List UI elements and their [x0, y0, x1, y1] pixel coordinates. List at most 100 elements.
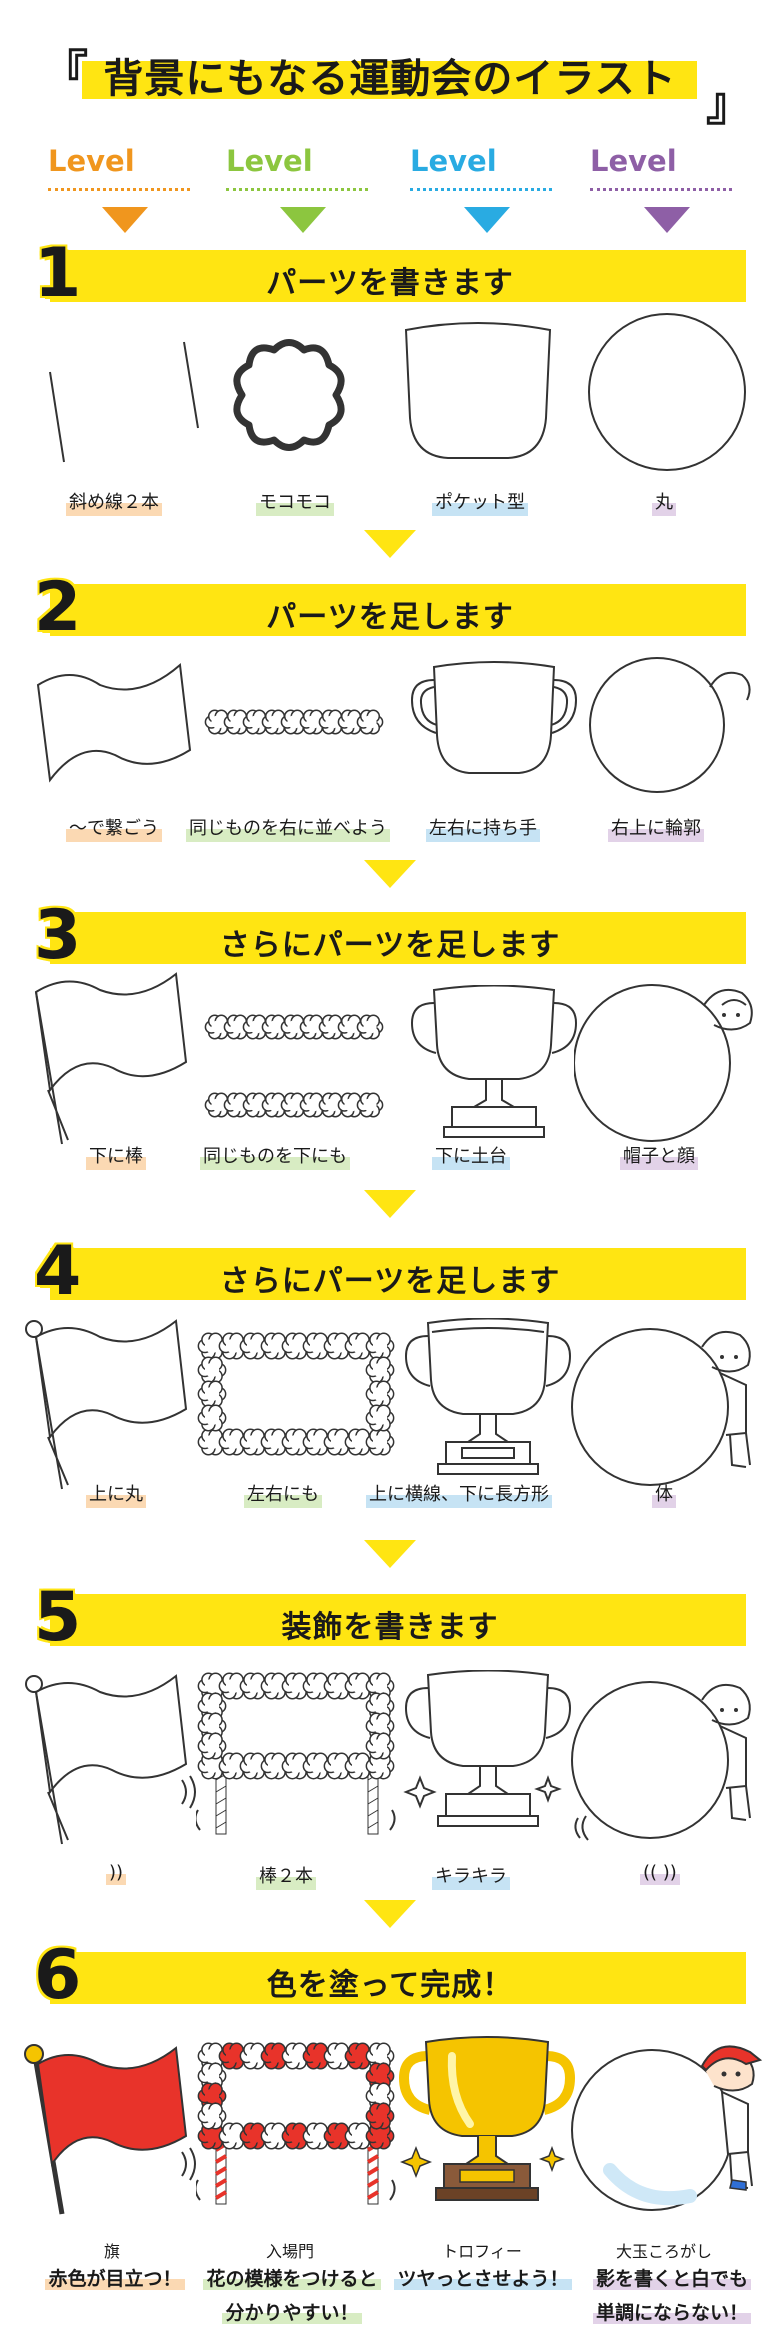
- step1-caption-2: モコモコ: [256, 486, 334, 516]
- level-number: 3: [509, 123, 554, 196]
- level-underline: [226, 188, 368, 191]
- step2-caption-1: ～で繋ごう: [66, 812, 162, 842]
- step1-caption-1: 斜め線２本: [66, 486, 162, 516]
- step4-caption-3: 上に横線、下に長方形: [366, 1478, 552, 1508]
- step-down-arrow-icon: [364, 1900, 416, 1928]
- step-number: 2: [34, 568, 82, 647]
- final-tip-3: ツヤっとさせよう！: [388, 2262, 578, 2296]
- level-arrow-icon: [644, 207, 690, 233]
- page-title: 背景にもなる運動会のイラスト: [103, 56, 677, 102]
- step3-trophy-base: [404, 985, 584, 1145]
- tip-line: ツヤっとさせよう！: [394, 2268, 572, 2290]
- level-arrow-icon: [280, 207, 326, 233]
- step4-caption-4: 体: [652, 1478, 676, 1508]
- level-2: Level 2: [226, 123, 376, 242]
- step5-trophy-sparkle: [398, 1670, 578, 1840]
- final-name-2: 入場門: [265, 2242, 314, 2261]
- step-bar: [50, 1952, 746, 2004]
- step5-ball-kid-motion: [570, 1668, 760, 1848]
- step5-caption-4: (( )): [640, 1860, 680, 1885]
- level-word: Level: [410, 144, 497, 178]
- step5-caption-3: キラキラ: [432, 1860, 510, 1890]
- page-title-block: 『 背景にもなる運動会のイラスト 』: [0, 28, 780, 131]
- step-4-header: 4 さらにパーツを足します: [0, 1232, 780, 1316]
- final-big-ball-kid: [570, 2030, 765, 2220]
- step1-caption-3: ポケット型: [432, 486, 528, 516]
- step2-caption-3: 左右に持ち手: [426, 812, 540, 842]
- step4-caption-2: 左右にも: [244, 1478, 322, 1508]
- step-bar: [50, 584, 746, 636]
- title-highlight: [82, 61, 697, 99]
- final-tip-4: 影を書くと白でも 単調にならない！: [574, 2262, 770, 2330]
- step5-gate: [196, 1670, 396, 1840]
- final-name-1: 旗: [103, 2242, 120, 2261]
- level-number: 4: [689, 123, 734, 196]
- step2-flag-wave: [30, 655, 200, 795]
- step3-caption-1: 下に棒: [86, 1140, 146, 1170]
- step-1-header: 1 パーツを書きます: [0, 234, 780, 318]
- level-underline: [410, 188, 552, 191]
- level-underline: [590, 188, 732, 191]
- step-down-arrow-icon: [364, 860, 416, 888]
- step3-caption-3: 下に土台: [432, 1140, 510, 1170]
- step3-caption-2: 同じものを下にも: [200, 1140, 350, 1170]
- step-label: 装飾を書きます: [281, 1610, 499, 1645]
- step-2-header: 2 パーツを足します: [0, 568, 780, 652]
- step-label: パーツを書きます: [266, 266, 514, 301]
- step-down-arrow-icon: [364, 1540, 416, 1568]
- step-number: 1: [34, 234, 82, 313]
- step-bar: [50, 912, 746, 964]
- final-flag-red: [22, 2040, 197, 2220]
- step-6-header: 6 色を塗って完成！: [0, 1936, 780, 2020]
- final-tip-2: 花の模様をつけると 分かりやすい！: [192, 2262, 392, 2330]
- step4-ball-kid-body: [570, 1315, 760, 1490]
- step2-ball-head: [582, 645, 762, 795]
- tip-line: 赤色が目立つ！: [45, 2268, 185, 2290]
- step4-cloud-frame: [196, 1330, 396, 1460]
- step3-cloud-rows: [204, 1005, 384, 1125]
- step-label: さらにパーツを足します: [219, 928, 561, 963]
- step4-flag-ball: [22, 1315, 197, 1495]
- final-name-3: トロフィー: [442, 2242, 522, 2261]
- step-bar: [50, 1594, 746, 1646]
- level-number: 2: [325, 123, 370, 196]
- tip-line: 単調にならない！: [592, 2302, 751, 2324]
- step1-fluffy-cloud: [224, 330, 354, 460]
- step4-trophy-plate: [398, 1318, 578, 1488]
- step4-caption-1: 上に丸: [86, 1478, 146, 1508]
- tip-line: 影を書くと白でも: [592, 2268, 751, 2290]
- step-3-header: 3 さらにパーツを足します: [0, 896, 780, 980]
- final-entrance-gate: [196, 2040, 396, 2210]
- step-label: さらにパーツを足します: [219, 1264, 561, 1299]
- title-close-bracket: 』: [706, 77, 752, 131]
- step-label: パーツを足します: [266, 600, 514, 635]
- level-number: 1: [147, 123, 192, 196]
- step-down-arrow-icon: [364, 530, 416, 558]
- step2-cloud-row: [204, 700, 384, 744]
- step-number: 4: [34, 1232, 82, 1311]
- step-bar: [50, 250, 746, 302]
- final-trophy-gold: [392, 2036, 582, 2216]
- step-number: 6: [34, 1936, 82, 2015]
- step-5-header: 5 装飾を書きます: [0, 1578, 780, 1662]
- step1-caption-4: 丸: [652, 486, 676, 516]
- step5-flag-motion: [22, 1670, 197, 1850]
- step5-caption-2: 棒２本: [256, 1860, 316, 1890]
- step-down-arrow-icon: [364, 1190, 416, 1218]
- step1-flag-lines: [30, 320, 210, 470]
- step3-flag-pole: [28, 972, 198, 1152]
- tip-line: 分かりやすい！: [222, 2302, 362, 2324]
- step2-cup-handles: [404, 655, 584, 795]
- step5-caption-1: )): [106, 1860, 127, 1885]
- step-bar: [50, 1248, 746, 1300]
- level-4: Level 4: [590, 123, 740, 242]
- final-name-4: 大玉ころがし: [615, 2242, 712, 2261]
- step-label: 色を塗って完成！: [266, 1968, 514, 2003]
- title-open-bracket: 『: [42, 45, 88, 99]
- final-tip-1: 赤色が目立つ！: [20, 2262, 210, 2296]
- step3-caption-4: 帽子と顔: [620, 1140, 698, 1170]
- level-underline: [48, 188, 190, 191]
- level-word: Level: [226, 144, 313, 178]
- level-arrow-icon: [464, 207, 510, 233]
- level-arrow-icon: [102, 207, 148, 233]
